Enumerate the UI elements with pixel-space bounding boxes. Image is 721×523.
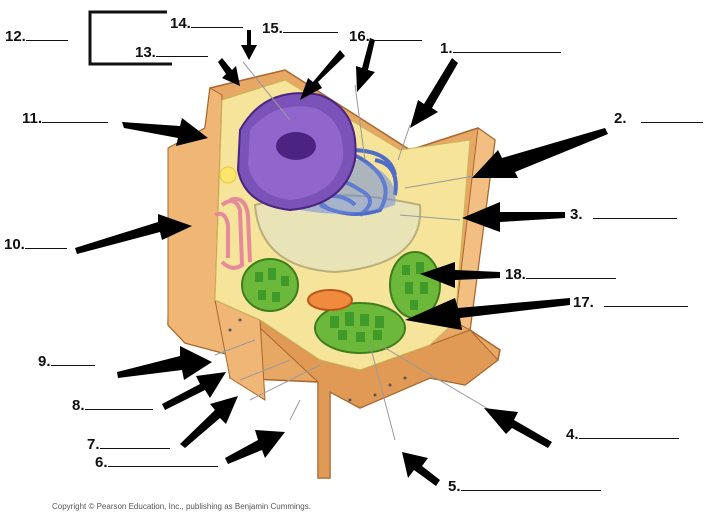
arrow-4 xyxy=(484,408,552,448)
arrow-1 xyxy=(410,58,458,128)
answer-blank-14[interactable] xyxy=(190,13,243,28)
answer-blank-8[interactable] xyxy=(84,395,153,410)
answer-blank-2[interactable] xyxy=(640,108,703,123)
answer-blank-16[interactable] xyxy=(369,26,422,41)
arrow-6 xyxy=(225,430,285,464)
label-3: 3. xyxy=(570,204,677,224)
mitochondrion xyxy=(307,289,353,311)
plasmodesmata xyxy=(228,318,407,402)
label-1: 1. xyxy=(440,38,561,58)
chloroplasts xyxy=(241,251,441,354)
answer-blank-17[interactable] xyxy=(603,292,688,307)
label-6: 6. xyxy=(95,452,218,472)
arrow-14 xyxy=(241,30,257,60)
arrow-9 xyxy=(117,346,212,380)
label-18: 18. xyxy=(505,264,616,284)
label-10: 10. xyxy=(4,234,67,254)
answer-blank-15[interactable] xyxy=(282,18,338,33)
label-9: 9. xyxy=(38,351,95,371)
answer-blank-4[interactable] xyxy=(578,424,679,439)
label-11: 11. xyxy=(22,108,109,128)
answer-blank-9[interactable] xyxy=(50,351,95,366)
bracket-line xyxy=(88,10,172,66)
label-13: 13. xyxy=(135,42,208,62)
answer-blank-13[interactable] xyxy=(155,42,208,57)
leader-lines xyxy=(214,61,491,441)
arrow-11 xyxy=(122,118,208,146)
answer-blank-6[interactable] xyxy=(107,452,218,467)
answer-blank-18[interactable] xyxy=(525,264,616,279)
answer-blank-12[interactable] xyxy=(25,26,68,41)
arrow-17 xyxy=(405,298,570,330)
arrow-18 xyxy=(420,262,500,288)
label-8: 8. xyxy=(72,395,153,415)
label-16: 16. xyxy=(349,26,422,46)
arrow-2 xyxy=(472,128,608,178)
arrow-10 xyxy=(75,214,192,254)
answer-blank-5[interactable] xyxy=(460,476,601,491)
answer-blank-7[interactable] xyxy=(99,434,170,449)
answer-blank-3[interactable] xyxy=(592,204,677,219)
answer-blank-11[interactable] xyxy=(42,108,109,123)
pointer-arrows xyxy=(75,30,608,486)
label-2: 2. xyxy=(614,108,703,128)
label-14: 14. xyxy=(170,13,243,33)
label-17: 17. xyxy=(573,292,688,312)
nucleus xyxy=(236,92,357,212)
answer-blank-1[interactable] xyxy=(452,38,561,53)
arrow-8 xyxy=(162,372,226,410)
arrow-15 xyxy=(300,50,345,100)
golgi-apparatus xyxy=(214,197,252,270)
arrow-16 xyxy=(356,38,375,92)
label-12: 12. xyxy=(5,26,68,46)
label-7: 7. xyxy=(87,434,170,454)
copyright-notice: Copyright © Pearson Education, Inc., pub… xyxy=(52,502,311,511)
arrow-3 xyxy=(462,202,565,232)
label-5: 5. xyxy=(448,476,601,496)
answer-blank-10[interactable] xyxy=(24,234,67,249)
arrow-5 xyxy=(402,452,440,486)
peroxisome xyxy=(219,166,237,184)
arrow-7 xyxy=(180,396,238,448)
label-4: 4. xyxy=(566,424,679,444)
arrow-13 xyxy=(218,58,240,86)
label-15: 15. xyxy=(262,18,338,38)
